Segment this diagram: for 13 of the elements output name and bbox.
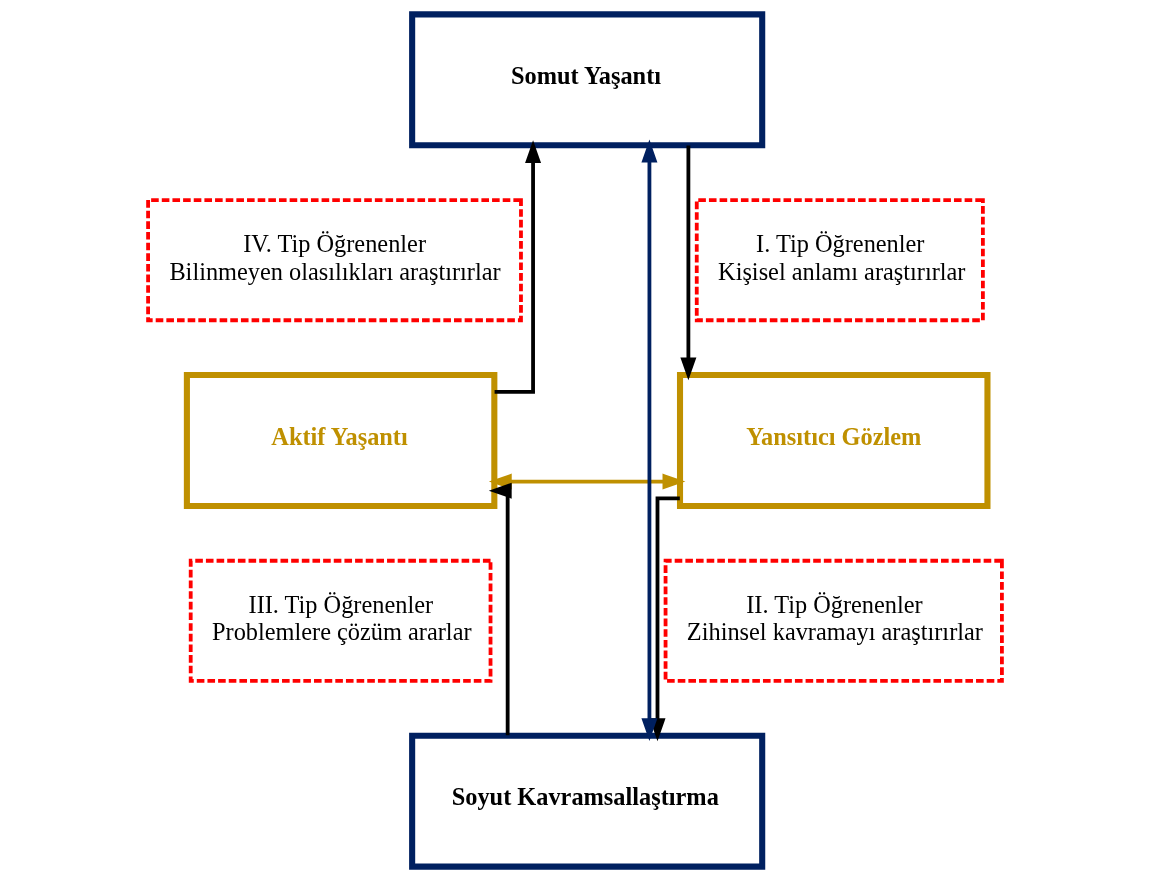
node-box: II. Tip Öğrenenler Zihinsel kavramayı araştırırlar xyxy=(663,558,1004,683)
node-box: IV. Tip Öğrenenler Bilinmeyen olasılıkları araştırırlar xyxy=(146,198,523,323)
node-box: Somut Yaşantı xyxy=(409,11,766,149)
node-box: Aktif Yaşantı xyxy=(183,372,498,509)
arrow xyxy=(494,140,542,394)
node-box: Yansıtıcı Gözlem xyxy=(676,372,991,509)
node-box: I. Tip Öğrenenler Kişisel anlamı araştırırlar xyxy=(694,198,985,323)
arrow xyxy=(641,139,658,742)
arrow xyxy=(488,482,512,736)
arrow xyxy=(680,145,697,381)
node-box: Soyut Kavramsallaştırma xyxy=(409,732,766,870)
node-box: III. Tip Öğrenenler Problemlere çözüm ararlar xyxy=(188,558,493,683)
arrow xyxy=(488,473,686,490)
